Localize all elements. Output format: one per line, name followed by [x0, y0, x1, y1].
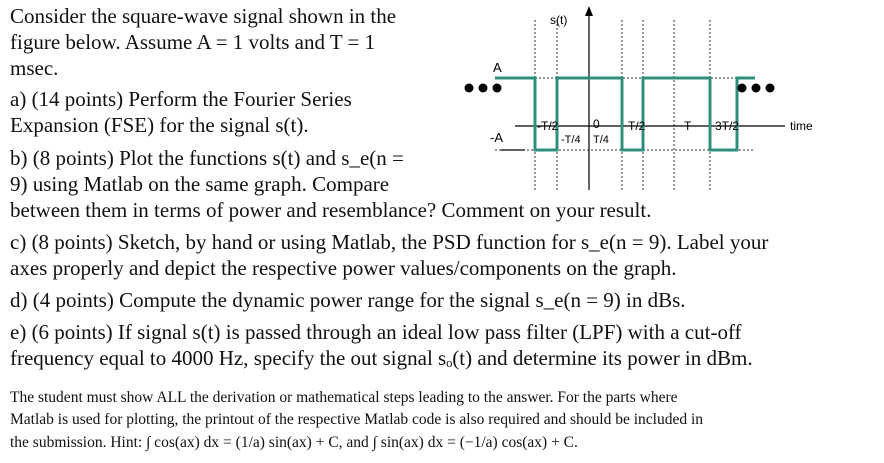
- part-c-line-2: axes properly and depict the respective …: [10, 256, 677, 280]
- square-wave: [495, 76, 755, 152]
- y-axis-label: s(t): [550, 13, 567, 27]
- left-dot-3: [492, 83, 502, 93]
- intro-line-1: Consider the square-wave signal shown in…: [10, 4, 397, 28]
- part-b-line-3: between them in terms of power and resem…: [10, 198, 652, 222]
- tick-neg-quarter: -T/4: [561, 134, 581, 146]
- left-dot-2: [478, 83, 488, 93]
- note-line-3: the submission. Hint: ∫ cos(ax) dx = (1/…: [10, 434, 578, 451]
- part-a-line-1: a) (14 points) Perform the Fourier Serie…: [10, 87, 352, 111]
- part-b-line-2: 9) using Matlab on the same graph. Compa…: [10, 172, 390, 196]
- part-e-line-2: frequency equal to 4000 Hz, specify the …: [10, 346, 753, 370]
- right-dot-2: [751, 83, 761, 93]
- note-line-2: Matlab is used for plotting, the printou…: [10, 411, 704, 428]
- left-dot-1: [464, 83, 474, 93]
- amplitude-neg-label: -A: [490, 130, 503, 145]
- tick-T: T: [684, 119, 692, 133]
- amplitude-pos-label: A: [493, 60, 502, 75]
- tick-zero: 0: [593, 117, 600, 131]
- tick-pos-quarter: T/4: [593, 134, 609, 146]
- tick-neg-half: -T/2: [537, 119, 559, 133]
- right-dot-3: [765, 83, 775, 93]
- tick-pos-half: T/2: [628, 119, 646, 133]
- right-dot-1: [737, 83, 747, 93]
- x-axis-label: time: [790, 119, 813, 133]
- part-b-line-1: b) (8 points) Plot the functions s(t) an…: [10, 146, 404, 170]
- part-c-line-1: c) (8 points) Sketch, by hand or using M…: [10, 230, 769, 254]
- square-wave-figure: s(t) A -A -T/2 0 T/2 T 3T/2 time -T/4 T/…: [464, 6, 813, 190]
- intro-line-2: figure below. Assume A = 1 volts and T =…: [10, 30, 376, 54]
- note-line-1: The student must show ALL the derivation…: [10, 389, 678, 406]
- part-e-line-1: e) (6 points) If signal s(t) is passed t…: [10, 320, 742, 344]
- y-axis-arrow: [585, 6, 593, 16]
- part-a-line-2: Expansion (FSE) for the signal s(t).: [10, 113, 309, 137]
- tick-3half: 3T/2: [715, 119, 739, 133]
- part-d-line-1: d) (4 points) Compute the dynamic power …: [10, 288, 686, 312]
- intro-line-3: msec.: [10, 56, 59, 80]
